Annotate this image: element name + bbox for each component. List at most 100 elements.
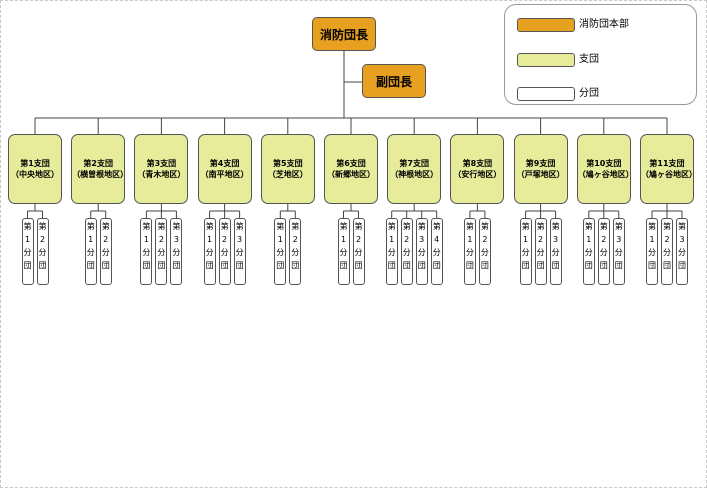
unit-label-char: 2: [664, 235, 670, 244]
unit-label-char: 分: [276, 248, 285, 257]
unit-label-char: 第: [521, 222, 530, 231]
unit-label-char: 団: [142, 261, 151, 270]
unit-label-char: 1: [389, 235, 395, 244]
unit-label-char: 分: [387, 248, 396, 257]
branch-box: 第8支団 （安行地区）: [450, 134, 505, 204]
unit-label-char: 分: [354, 248, 363, 257]
unit-label-char: 第: [480, 222, 489, 231]
unit-label-char: 団: [220, 261, 229, 270]
unit-label-char: 第: [648, 222, 656, 231]
unit-label-char: 団: [663, 261, 671, 270]
branch-name: 第11支団: [649, 159, 685, 168]
unit-label-char: 1: [649, 235, 655, 244]
unit-label-char: 第: [220, 222, 229, 231]
unit-label-char: 第: [142, 222, 151, 231]
unit-label-char: 第: [599, 222, 608, 231]
unit-label-char: 分: [23, 248, 32, 257]
legend-label-unit: 分団: [579, 88, 599, 99]
unit-label-char: 分: [220, 248, 229, 257]
unit-label-char: 分: [432, 248, 441, 257]
branch-box: 第5支団（芝地区）: [260, 134, 315, 204]
unit-label-char: 分: [551, 248, 560, 257]
branch-area: （新郷地区）: [327, 170, 375, 179]
unit-label-char: 分: [38, 248, 47, 257]
branch-name: 第8支団: [462, 159, 493, 168]
unit-label-char: 団: [648, 261, 656, 270]
branch-box: 第7支団（神根地区）: [387, 134, 442, 204]
unit-label-char: 第: [432, 222, 441, 231]
unit-label-char: 1: [523, 235, 529, 244]
unit-label-char: 3: [553, 235, 559, 244]
unit-label-char: 第: [551, 222, 560, 231]
unit-label-char: 分: [417, 248, 426, 257]
unit-label-char: 団: [417, 261, 426, 270]
unit-label-char: 団: [402, 261, 411, 270]
unit-label-char: 2: [601, 235, 607, 244]
unit-label-char: 分: [205, 248, 214, 257]
unit-label-char: 2: [482, 235, 488, 244]
unit-label-char: 団: [480, 261, 489, 270]
unit-label-char: 分: [663, 248, 671, 257]
branch-area: （戸塚地区）: [516, 170, 565, 179]
unit-label-char: 団: [291, 261, 300, 270]
unit-label-char: 1: [277, 235, 283, 244]
branch-name: 第2支団: [83, 159, 113, 168]
unit-label-char: 団: [387, 261, 396, 270]
unit-label-char: 団: [614, 261, 623, 270]
unit-label-char: 分: [648, 248, 656, 257]
unit-label-char: 第: [387, 222, 396, 231]
branch-box: 第4支団（南平地区）: [197, 134, 252, 204]
unit-label-char: 分: [291, 248, 300, 257]
unit-label-char: 3: [616, 235, 622, 244]
legend-label-branch: 支団: [579, 54, 599, 65]
unit-label-char: 団: [23, 261, 32, 270]
unit-label-char: 分: [172, 248, 181, 257]
branch-area: （神根地区）: [390, 170, 439, 179]
legend-swatch-unit: [517, 87, 575, 101]
branch-area: （青木地区）: [137, 170, 186, 179]
unit-label-char: 第: [402, 222, 411, 231]
unit-label-char: 3: [419, 235, 425, 244]
unit-label-char: 第: [235, 222, 244, 231]
unit-label-char: 分: [521, 248, 530, 257]
unit-label-char: 団: [432, 261, 441, 270]
unit-label-char: 分: [584, 248, 593, 257]
unit-label-char: 分: [101, 248, 110, 257]
unit-label-char: 第: [614, 222, 623, 231]
unit-label-char: 1: [207, 235, 213, 244]
branch-name: 第3支団: [146, 159, 177, 168]
unit-label-char: 3: [679, 235, 685, 244]
branch-box: 第3支団 （青木地区）: [134, 134, 189, 204]
unit-label-char: 2: [103, 235, 109, 244]
unit-label-char: 1: [143, 235, 149, 244]
unit-label-char: 団: [38, 261, 47, 270]
unit-label-char: 団: [584, 261, 593, 270]
unit-label-char: 1: [88, 235, 94, 244]
branch-area: （鳩ヶ谷地区）: [577, 170, 634, 179]
branch-box: 第11支団（鳩ヶ谷地区）: [640, 134, 697, 204]
branch-area: （安行地区）: [453, 170, 502, 179]
unit-label-char: 第: [417, 222, 426, 231]
unit-label-char: 2: [222, 235, 228, 244]
branch-area: （南平地区）: [200, 170, 249, 179]
unit-label-char: 第: [86, 222, 95, 231]
unit-label-char: 第: [465, 222, 474, 231]
branch-box: 第6支団（新郷地区）: [324, 134, 378, 204]
unit-label-char: 第: [101, 222, 110, 231]
branch-area: （芝地区）: [267, 170, 308, 179]
branch-area: （横曽根地区）: [72, 170, 129, 179]
